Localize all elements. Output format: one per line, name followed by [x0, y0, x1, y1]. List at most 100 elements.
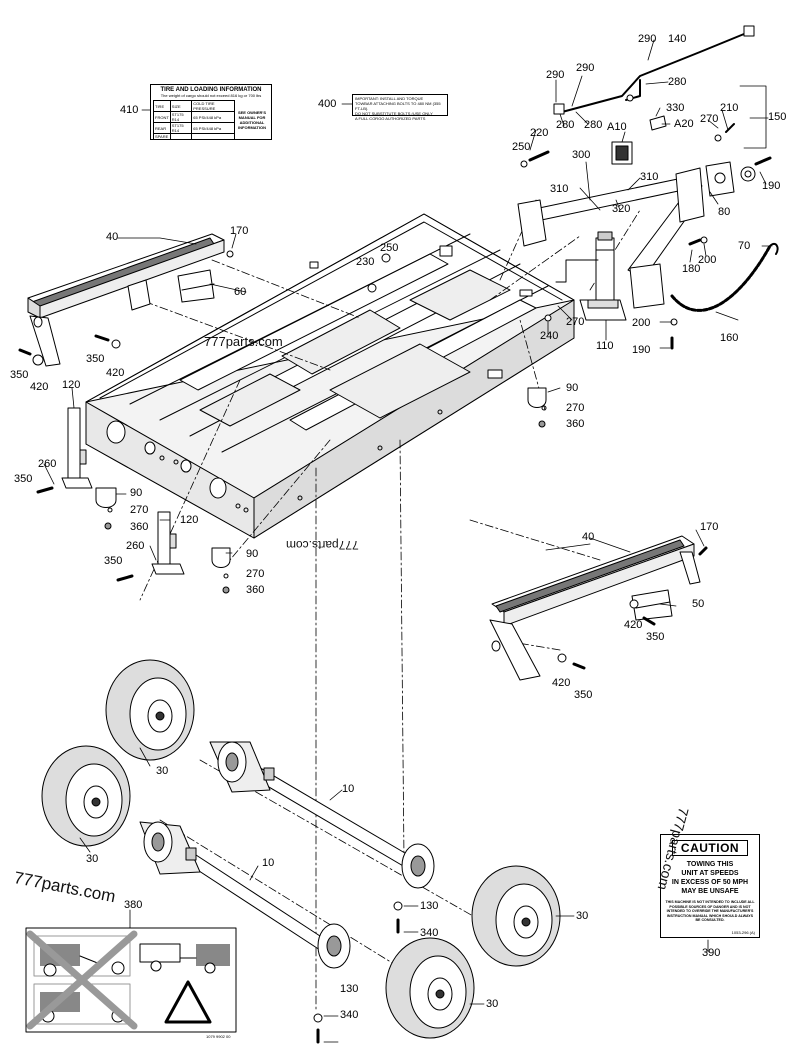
callout-360: 360: [130, 521, 149, 533]
tire-decal-title: TIRE AND LOADING INFORMATION: [160, 87, 262, 93]
stands: [36, 407, 185, 582]
leader-lines: [43, 39, 773, 1043]
spare-pressure: [191, 133, 235, 140]
callout-350: 350: [646, 631, 665, 643]
callout-350: 350: [14, 473, 33, 485]
fender-left: [27, 233, 225, 367]
callout-350: 350: [10, 369, 29, 381]
callout-290: 290: [576, 62, 595, 74]
callout-120: 120: [180, 514, 199, 526]
row-rear: REAR: [153, 122, 171, 134]
torque-line-2: TOWBAR ATTACHING BOLTS TO 480 NM (355 FT…: [355, 101, 441, 111]
main-frame: [85, 213, 575, 539]
tow-frame: [517, 161, 756, 309]
callout-380: 380: [124, 899, 143, 911]
callout-390: 390: [702, 947, 721, 959]
callout-10: 10: [342, 783, 355, 795]
fender-right: [489, 535, 701, 681]
safety-chain: [670, 242, 779, 312]
callout-40: 40: [582, 531, 595, 543]
callout-360: 360: [566, 418, 585, 430]
callout-240: 240: [540, 330, 559, 342]
axle-upper: [209, 741, 435, 889]
callout-420: 420: [106, 367, 125, 379]
callout-210: 210: [720, 102, 739, 114]
callout-270: 270: [130, 504, 149, 516]
see-owner-note: SEE OWNER'S MANUAL FOR ADDITIONAL INFORM…: [237, 110, 267, 130]
callout-160: 160: [720, 332, 739, 344]
caution-line-2: UNIT AT SPEEDS: [681, 870, 739, 877]
callout-270: 270: [246, 568, 265, 580]
callout-270: 270: [566, 316, 585, 328]
wheel-front-left: [105, 659, 195, 761]
tire-decal-table: TIRE SIZE COLD TIRE PRESSURE SEE OWNER'S…: [153, 100, 269, 140]
callout-70: 70: [738, 240, 751, 252]
tire-decal-subtitle: The weight of cargo should not exceed 81…: [160, 93, 262, 98]
callout-130: 130: [340, 983, 359, 995]
callout-40: 40: [106, 231, 119, 243]
callout-180: 180: [682, 263, 701, 275]
callout-270: 270: [700, 113, 719, 125]
caution-heading: CAUTION: [672, 840, 748, 856]
callout-250: 250: [512, 141, 531, 153]
wheel-front-right: [471, 865, 561, 967]
rear-pressure: 65 PSI/448 kPa: [191, 122, 235, 134]
callout-270: 270: [566, 402, 585, 414]
callout-320: 320: [612, 203, 631, 215]
callout-350: 350: [104, 555, 123, 567]
callout-200: 200: [698, 254, 717, 266]
axle-lower: [139, 821, 351, 969]
callout-170: 170: [230, 225, 249, 237]
caution-code: 1053-296 (A): [731, 930, 755, 935]
callout-310: 310: [640, 171, 659, 183]
pictogram-code: 1079 9902 00: [206, 1034, 231, 1039]
callout-360: 360: [246, 584, 265, 596]
torque-decal: IMPORTANT: INSTALL AND TORQUE TOWBAR ATT…: [352, 94, 448, 121]
callout-420: 420: [30, 381, 49, 393]
wheel-rear-left: [41, 745, 131, 847]
callout-170: 170: [700, 521, 719, 533]
row-spare: SPARE: [153, 133, 171, 140]
callout-50: 50: [692, 598, 705, 610]
callout-260: 260: [38, 458, 57, 470]
callout-80: 80: [718, 206, 731, 218]
callout-220: 220: [530, 127, 549, 139]
callout-190: 190: [632, 344, 651, 356]
caution-fine-print: THIS MACHINE IS NOT INTENDED TO INCLUDE …: [665, 900, 755, 922]
callout-280: 280: [668, 76, 687, 88]
callout-280: 280: [556, 119, 575, 131]
callout-30: 30: [156, 765, 169, 777]
callout-150: 150: [768, 111, 787, 123]
callout-30: 30: [486, 998, 499, 1010]
callout-350: 350: [574, 689, 593, 701]
assembly-lines: [129, 199, 641, 1011]
callout-90: 90: [246, 548, 259, 560]
torque-line-1: IMPORTANT: INSTALL AND TORQUE: [355, 96, 424, 101]
callout-90: 90: [566, 382, 579, 394]
callout-190: 190: [762, 180, 781, 192]
callout-410: 410: [120, 104, 139, 116]
callout-250: 250: [380, 242, 399, 254]
callout-350: 350: [86, 353, 105, 365]
front-pressure: 65 PSI/448 kPa: [191, 111, 235, 123]
caution-line-3: IN EXCESS OF 50 MPH: [671, 879, 749, 886]
watermark-frame: 777parts.com: [204, 334, 283, 349]
callout-30: 30: [576, 910, 589, 922]
callout-280: 280: [584, 119, 603, 131]
rear-size: ST175 R14: [169, 122, 193, 134]
size-col-header: SIZE: [169, 100, 193, 112]
callout-300: 300: [572, 149, 591, 161]
callout-290: 290: [546, 69, 565, 81]
axle-hardware: [313, 901, 403, 1044]
callout-420: 420: [624, 619, 643, 631]
decal-380-pictogram: [25, 927, 237, 1033]
callout-90: 90: [130, 487, 143, 499]
callout-290: 290: [638, 33, 657, 45]
row-front: FRONT: [153, 111, 171, 123]
callout-330: 330: [666, 102, 685, 114]
d-rings: [95, 387, 547, 594]
spare-size: [169, 133, 193, 140]
caution-line-4: MAY BE UNSAFE: [681, 888, 739, 895]
